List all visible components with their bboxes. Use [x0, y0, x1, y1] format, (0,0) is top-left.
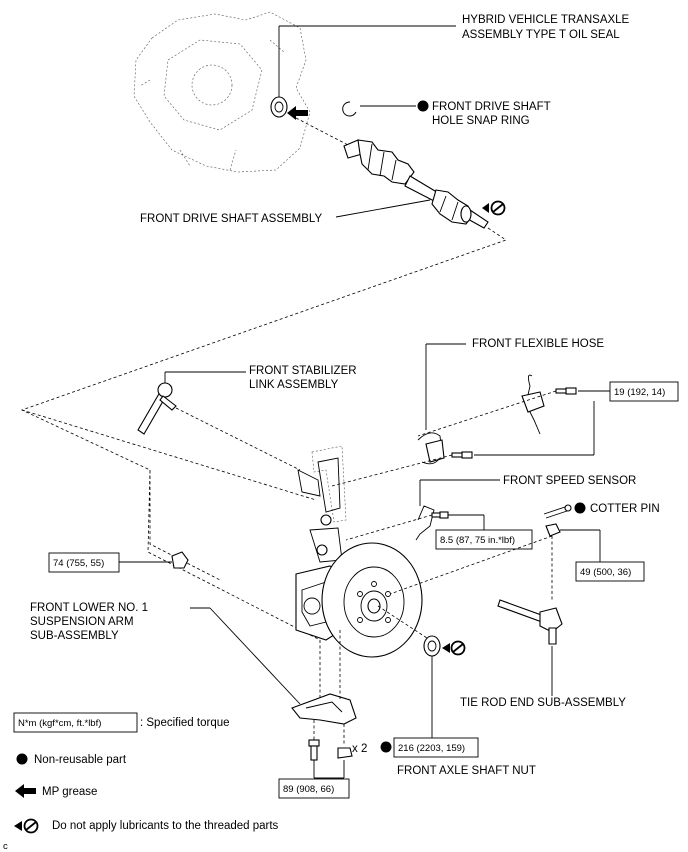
- legend-no-lubricant: Do not apply lubricants to the threaded …: [52, 820, 279, 832]
- label-cotter-pin: COTTER PIN: [590, 503, 660, 515]
- non-reusable-dot-icon: [380, 741, 392, 753]
- legend-non-reusable: Non-reusable part: [34, 754, 127, 766]
- knuckle-strut: [297, 445, 347, 563]
- axle-shaft-nut: [423, 635, 441, 657]
- flexible-hose: [417, 374, 545, 465]
- label-transaxle-seal-1: HYBRID VEHICLE TRANSAXLE: [462, 14, 630, 26]
- label-lower-arm-1: FRONT LOWER NO. 1: [30, 602, 148, 614]
- torque-box-89: [278, 778, 350, 799]
- legend-torque-box: [13, 712, 138, 733]
- brake-disc: [321, 542, 423, 658]
- legend-torque-unit: N*m (kgf*cm, ft.*lbf): [18, 718, 101, 729]
- label-snap-ring-2: HOLE SNAP RING: [432, 115, 530, 127]
- label-transaxle-seal-2: ASSEMBLY TYPE T OIL SEAL: [462, 29, 620, 41]
- tie-rod-end: [497, 599, 563, 645]
- stabilizer-nut: [171, 551, 189, 569]
- label-drive-shaft: FRONT DRIVE SHAFT ASSEMBLY: [140, 213, 322, 225]
- label-snap-ring-1: FRONT DRIVE SHAFT: [432, 101, 551, 113]
- label-speed-sensor: FRONT SPEED SENSOR: [503, 475, 636, 487]
- legend-mp-grease: MP grease: [42, 786, 97, 798]
- non-reusable-dot-icon: [417, 100, 429, 112]
- hose-bolt-upper: [555, 387, 577, 395]
- corner-mark: c: [3, 841, 8, 852]
- legend-torque-desc: : Specified torque: [140, 717, 230, 729]
- mp-grease-arrow-icon: [15, 784, 36, 798]
- label-flex-hose: FRONT FLEXIBLE HOSE: [472, 338, 604, 350]
- label-stabilizer-2: LINK ASSEMBLY: [249, 379, 339, 391]
- castle-nut: [545, 523, 561, 537]
- torque-box-19: [609, 381, 679, 402]
- label-axle-nut: FRONT AXLE SHAFT NUT: [397, 765, 536, 777]
- torque-89: 89 (908, 66): [283, 784, 334, 795]
- torque-box-49: [575, 561, 645, 582]
- drive-shaft: [343, 139, 489, 229]
- lower-arm: [291, 693, 357, 725]
- torque-8-5: 8.5 (87, 75 in.*lbf): [440, 535, 515, 546]
- torque-box-74: [48, 552, 120, 573]
- transaxle-housing: [133, 11, 311, 173]
- torque-box-216: [393, 737, 479, 758]
- torque-19: 19 (192, 14): [614, 387, 665, 398]
- cotter-pin: [543, 504, 572, 519]
- non-reusable-dot-icon: [574, 502, 586, 514]
- torque-74: 74 (755, 55): [53, 558, 104, 569]
- mp-grease-arrow-icon: [287, 106, 308, 120]
- no-lubricant-icon: [442, 640, 466, 656]
- torque-box-8-5: [435, 529, 533, 550]
- oil-seal: [270, 96, 288, 118]
- torque-49: 49 (500, 36): [580, 567, 631, 578]
- no-lubricant-icon: [482, 200, 506, 216]
- torque-216: 216 (2203, 159): [398, 743, 465, 754]
- hose-bolt-lower: [451, 451, 473, 459]
- label-lower-arm-3: SUB-ASSEMBLY: [30, 630, 119, 642]
- lower-arm-bolt: [308, 739, 320, 761]
- no-lubricant-icon: [14, 818, 39, 834]
- snap-ring: [342, 101, 357, 117]
- stabilizer-link: [137, 382, 177, 435]
- quantity-x2: x 2: [352, 743, 367, 755]
- lower-arm-nut: [337, 747, 353, 759]
- label-lower-arm-2: SUSPENSION ARM: [30, 616, 134, 628]
- non-reusable-dot-icon: [16, 753, 28, 765]
- label-stabilizer-1: FRONT STABILIZER: [249, 365, 357, 377]
- label-tie-rod: TIE ROD END SUB-ASSEMBLY: [460, 697, 626, 709]
